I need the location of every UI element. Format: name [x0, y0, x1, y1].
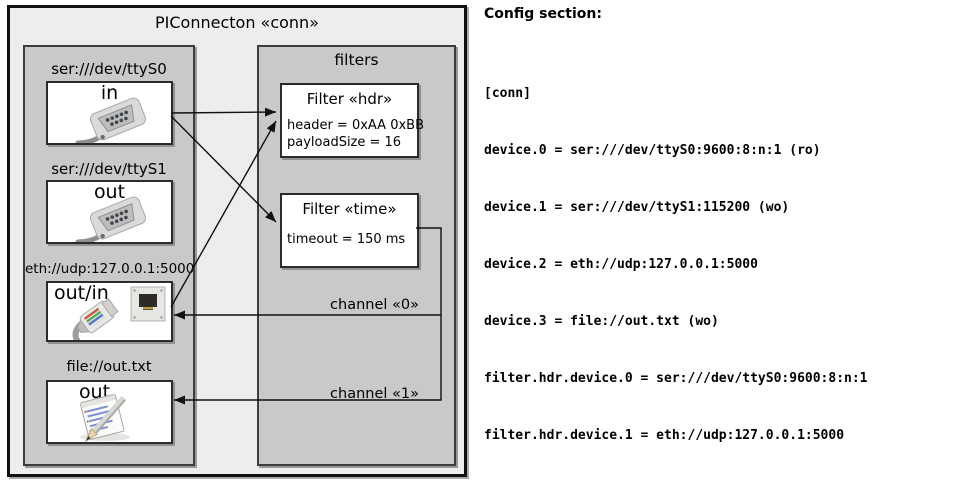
filter-hdr-box: Filter «hdr» header = 0xAA 0xBB payloadS…: [280, 83, 424, 158]
ethernet-jack-icon: [130, 286, 166, 322]
device-0-uri-label: ser:///dev/ttyS0: [51, 60, 167, 78]
channel-0-label: channel «0»: [330, 297, 419, 313]
diagram-title: PIConnecton «conn»: [155, 13, 319, 32]
serial-connector-icon: [75, 196, 147, 242]
device-0-box: in: [46, 81, 173, 145]
notepad-pencil-icon: [80, 394, 130, 442]
device-1-uri-label: ser:///dev/ttyS1: [51, 160, 167, 178]
channel-1-label: channel «1»: [330, 386, 419, 402]
device-2-uri-label: eth://udp:127.0.0.1:5000: [25, 261, 195, 277]
devices-group: ser:///dev/ttyS0 in ser:/: [23, 45, 195, 466]
device-1-mode-label: out: [93, 181, 126, 203]
config-line: device.0 = ser:///dev/ttyS0:9600:8:n:1 (…: [484, 143, 821, 158]
device-2-box: out/in: [46, 281, 173, 342]
filter-hdr-title: Filter «hdr»: [306, 90, 393, 108]
filter-time-title: Filter «time»: [302, 200, 397, 218]
config-line: device.1 = ser:///dev/ttyS1:115200 (wo): [484, 200, 790, 215]
config-section: Config section: [conn] device.0 = ser://…: [484, 6, 962, 443]
filter-hdr-prop-header: header = 0xAA 0xBB: [287, 118, 425, 133]
serial-connector-icon: [75, 97, 147, 143]
config-line: [conn]: [484, 86, 531, 101]
filter-time-prop-timeout: timeout = 150 ms: [287, 232, 406, 247]
filters-group: filters Filter «hdr» header = 0xAA 0xBB …: [257, 45, 456, 466]
ethernet-cable-icon: [72, 298, 119, 340]
config-heading: Config section:: [484, 6, 602, 22]
device-3-box: out: [46, 380, 173, 444]
config-line: device.2 = eth://udp:127.0.0.1:5000: [484, 257, 758, 272]
connection-diagram-frame: PIConnecton «conn» ser:///dev/ttyS0 in: [7, 5, 467, 477]
device-2-mode-label: out/in: [54, 282, 109, 304]
device-0-mode-label: in: [100, 82, 119, 104]
config-line: filter.hdr.device.0 = ser:///dev/ttyS0:9…: [484, 371, 868, 386]
filter-time-box: Filter «time» timeout = 150 ms: [280, 193, 419, 268]
config-line: filter.hdr.device.1 = eth://udp:127.0.0.…: [484, 428, 845, 443]
device-3-uri-label: file://out.txt: [66, 359, 152, 375]
device-1-box: out: [46, 180, 173, 244]
config-line: device.3 = file://out.txt (wo): [484, 314, 719, 329]
config-listing: [conn] device.0 = ser:///dev/ttyS0:9600:…: [484, 46, 875, 484]
filters-group-label: filters: [334, 51, 379, 69]
filter-hdr-prop-payloadsize: payloadSize = 16: [287, 135, 402, 150]
